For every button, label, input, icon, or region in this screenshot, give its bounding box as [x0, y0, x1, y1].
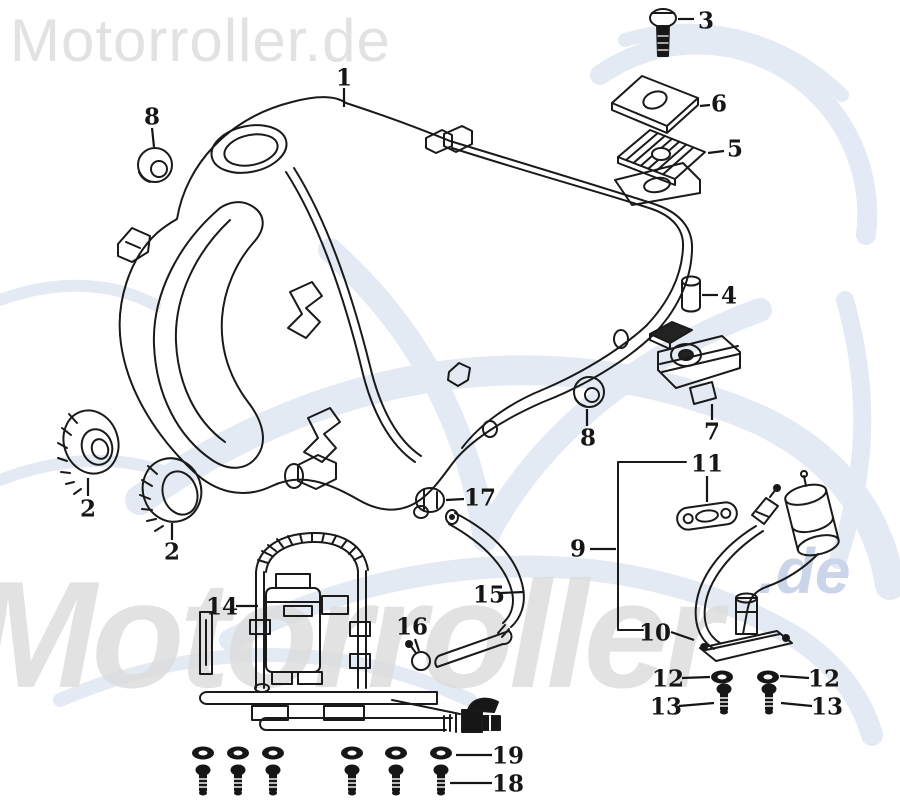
fastener-rows	[192, 670, 779, 797]
washer-drawing	[757, 670, 779, 684]
sender-base-10	[699, 630, 793, 662]
clamp-16-drawing	[405, 640, 431, 671]
valve-bracket-7-drawing	[649, 321, 741, 405]
part-number-7: 7	[704, 419, 720, 446]
part-number-19: 19	[492, 743, 524, 770]
bolt-drawing	[264, 763, 282, 797]
part-number-9: 9	[570, 536, 586, 563]
group-bracket-9	[617, 461, 687, 631]
filler-cap-opening	[210, 124, 288, 174]
damper-2-upper-drawing	[57, 409, 120, 495]
bolt-drawing	[432, 763, 450, 797]
part-number-11: 11	[691, 451, 723, 478]
washer-drawing	[192, 746, 214, 760]
part-number-14: 14	[206, 594, 238, 621]
tank-tunnel-cutout	[152, 201, 264, 469]
washer-drawing	[385, 746, 407, 760]
gasket-11-drawing	[676, 501, 738, 531]
washer-drawing	[430, 746, 452, 760]
part-number-10: 10	[639, 620, 671, 647]
bolt-drawing	[760, 682, 778, 716]
label-leader-line	[681, 675, 711, 680]
tank-clip-upper	[287, 281, 323, 339]
tank-clip-lower	[303, 407, 341, 463]
sender-group-drawing	[617, 461, 840, 662]
fuel-tank-drawing	[117, 96, 701, 511]
label-leader-line	[150, 127, 156, 148]
part-number-8: 8	[144, 104, 160, 131]
part-number-13: 13	[650, 694, 682, 721]
label-leader-line	[413, 638, 421, 652]
part-number-13: 13	[811, 694, 843, 721]
petcock-drawing	[461, 697, 501, 733]
label-leader-line	[678, 701, 715, 708]
fuel-pump-14-drawing	[199, 531, 501, 733]
part-number-8: 8	[580, 425, 596, 452]
damper-2-lower-drawing	[139, 457, 203, 532]
bolt-drawing	[387, 763, 405, 797]
part-number-2: 2	[80, 496, 96, 523]
label-leader-line	[699, 103, 711, 108]
bolt-drawing	[343, 763, 361, 797]
label-leader-line	[780, 701, 813, 708]
washer-drawing	[262, 746, 284, 760]
washer-drawing	[711, 670, 733, 684]
label-leader-line	[670, 630, 695, 642]
bolt-drawing	[715, 682, 733, 716]
bolt-3-drawing	[649, 8, 677, 57]
washer-drawing	[341, 746, 363, 760]
spacer-4-drawing	[681, 275, 701, 313]
label-leader-line	[445, 497, 465, 502]
grille-plate-5-drawing	[617, 129, 706, 186]
part-number-17: 17	[464, 485, 496, 512]
part-number-12: 12	[652, 666, 684, 693]
bolt-drawing	[194, 763, 212, 797]
part-number-15: 15	[473, 582, 505, 609]
part-number-18: 18	[492, 771, 524, 798]
site-logo-watermark: Motorroller.de	[10, 7, 391, 74]
grommet-8-left-drawing	[137, 147, 173, 183]
float-drawing	[784, 483, 840, 557]
part-number-5: 5	[727, 136, 743, 163]
label-leader-line	[779, 674, 810, 680]
part-number-16: 16	[396, 614, 428, 641]
part-number-4: 4	[721, 283, 737, 310]
fitting-17-drawing	[413, 487, 459, 525]
washer-drawing	[227, 746, 249, 760]
tank-left-mount-tab	[117, 227, 151, 263]
label-leader-line	[707, 149, 725, 155]
part-number-1: 1	[336, 65, 352, 92]
tank-top-bracket	[425, 125, 473, 154]
part-number-2: 2	[164, 539, 180, 566]
part-number-12: 12	[808, 666, 840, 693]
label-leader-line	[500, 590, 525, 595]
part-number-6: 6	[711, 91, 727, 118]
bolt-drawing	[229, 763, 247, 797]
cover-plate-6-drawing	[611, 75, 699, 134]
grommet-8-right-drawing	[573, 376, 605, 408]
part-number-3: 3	[698, 8, 714, 35]
